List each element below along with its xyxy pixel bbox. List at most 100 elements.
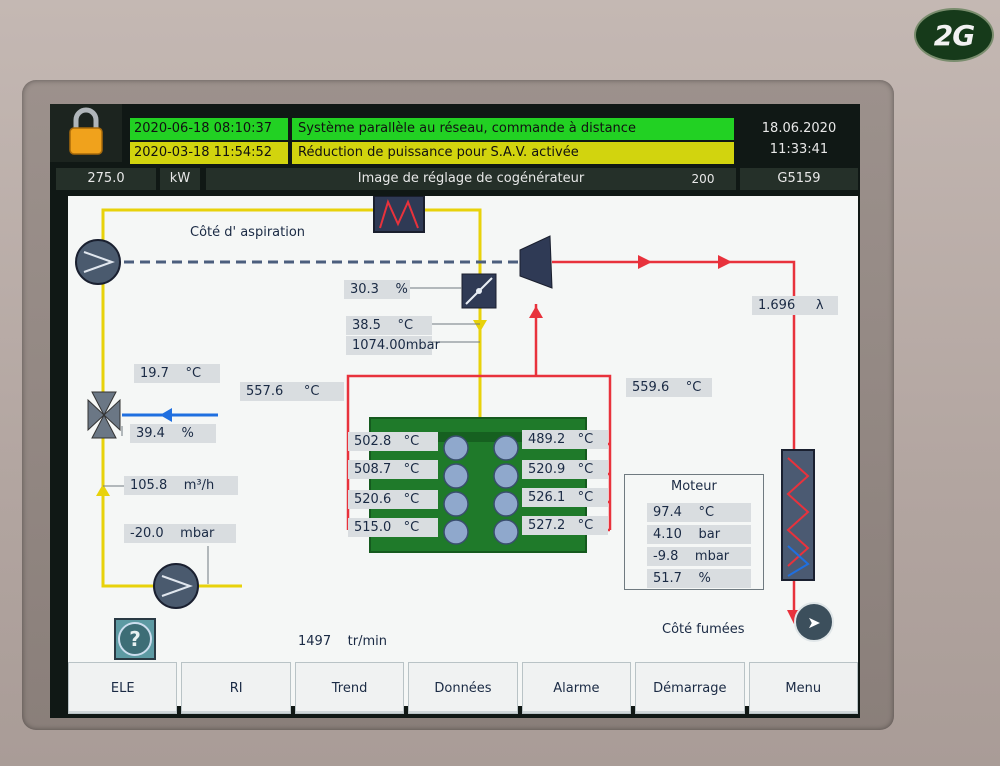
engine-oil-pressure: 4.10 bar bbox=[647, 525, 751, 544]
cylinder-temp-unit: °C bbox=[403, 462, 420, 477]
help-icon: ? bbox=[118, 622, 152, 656]
nav-button-ri[interactable]: RI bbox=[181, 662, 291, 714]
clock-date: 18.06.2020 bbox=[761, 121, 837, 136]
gas-flow-value: 105.8 bbox=[130, 478, 168, 493]
cylinder-temp-left: 520.6 °C bbox=[348, 490, 438, 509]
exhaust-temp-left-value: 557.6 bbox=[246, 384, 284, 399]
exhaust-temp-right: 559.6 °C bbox=[626, 378, 712, 397]
status-date: 2020-03-18 11:54:52 bbox=[130, 142, 288, 164]
mixture-temperature: 38.5 °C bbox=[346, 316, 432, 335]
cylinder-temp-value: 527.2 bbox=[528, 518, 566, 533]
status-message: Système parallèle au réseau, commande à … bbox=[292, 118, 734, 140]
cylinder-temp-value: 515.0 bbox=[354, 520, 392, 535]
cylinder-temp-unit: °C bbox=[577, 518, 594, 533]
nav-button-ele[interactable]: ELE bbox=[68, 662, 178, 714]
compressor-icon bbox=[75, 239, 121, 285]
engine-coolant-temp: 97.4 °C bbox=[647, 503, 751, 522]
valve-position: 39.4 % bbox=[130, 424, 216, 443]
cylinder-temp-value: 526.1 bbox=[528, 490, 566, 505]
unit-id: G5159 bbox=[740, 168, 858, 190]
screen-title: Image de réglage de cogénérateur bbox=[206, 168, 736, 190]
cylinder-temp-unit: °C bbox=[577, 432, 594, 447]
arrow-right-icon: ➤ bbox=[807, 612, 821, 632]
engine-value: 51.7 bbox=[653, 571, 682, 586]
hmi-screen: 2020-06-18 08:10:37 Système parallèle au… bbox=[50, 104, 860, 718]
gas-temp-value: 19.7 bbox=[140, 366, 169, 381]
clock-time: 11:33:41 bbox=[769, 142, 829, 157]
nav-button-donnees[interactable]: Données bbox=[408, 662, 518, 714]
cylinder-temp-unit: °C bbox=[577, 462, 594, 477]
cylinder-temp-right: 527.2 °C bbox=[522, 516, 608, 535]
brand-logo: 2G bbox=[914, 8, 994, 62]
throttle-position: 30.3 % bbox=[344, 280, 410, 299]
help-button[interactable]: ? bbox=[114, 618, 156, 660]
exhaust-side-label: Côté fumées bbox=[662, 622, 745, 637]
padlock-icon[interactable] bbox=[50, 104, 122, 162]
engine-title: Moteur bbox=[671, 479, 717, 494]
clock: 18.06.2020 11:33:41 bbox=[740, 118, 858, 162]
engine-speed-value: 1497 bbox=[298, 634, 332, 649]
exhaust-temp-left-unit: °C bbox=[303, 384, 320, 399]
gas-flow: 105.8 m³/h bbox=[124, 476, 238, 495]
nav-bar: ELE RI Trend Données Alarme Démarrage Me… bbox=[68, 662, 858, 714]
cylinder-temp-right: 489.2 °C bbox=[522, 430, 608, 449]
cylinder-temp-unit: °C bbox=[403, 520, 420, 535]
gas-pressure-value: -20.0 bbox=[130, 526, 164, 541]
cylinder-temp-value: 520.9 bbox=[528, 462, 566, 477]
cylinder-temp-unit: °C bbox=[403, 492, 420, 507]
lambda-value: 1.696 λ bbox=[752, 296, 838, 315]
throttle-value: 30.3 bbox=[350, 282, 379, 297]
cylinder-temp-left: 508.7 °C bbox=[348, 460, 438, 479]
cylinder-temp-left: 515.0 °C bbox=[348, 518, 438, 537]
engine-value: 4.10 bbox=[653, 527, 682, 542]
lambda-number: 1.696 bbox=[758, 298, 796, 313]
throttle-unit: % bbox=[395, 282, 408, 297]
status-row-2: 2020-03-18 11:54:52 Réduction de puissan… bbox=[50, 142, 740, 164]
engine-unit: mbar bbox=[694, 549, 730, 564]
cylinder-temp-right: 520.9 °C bbox=[522, 460, 608, 479]
engine-value: 97.4 bbox=[653, 505, 682, 520]
engine-crankcase-pressure: -9.8 mbar bbox=[647, 547, 751, 566]
engine-unit: % bbox=[698, 571, 711, 586]
cylinder-temp-unit: °C bbox=[403, 434, 420, 449]
gas-temp-unit: °C bbox=[185, 366, 202, 381]
exhaust-temp-left: 557.6 °C bbox=[240, 382, 344, 401]
status-date: 2020-06-18 08:10:37 bbox=[130, 118, 288, 140]
engine-unit: bar bbox=[698, 527, 721, 542]
cylinder-temp-value: 520.6 bbox=[354, 492, 392, 507]
nav-button-demarrage[interactable]: Démarrage bbox=[635, 662, 745, 714]
cylinder-temp-value: 489.2 bbox=[528, 432, 566, 447]
screen-number: 200 bbox=[691, 172, 715, 186]
status-message: Réduction de puissance pour S.A.V. activ… bbox=[292, 142, 734, 164]
screen-title-text: Image de réglage de cogénérateur bbox=[357, 171, 585, 186]
exhaust-temp-right-value: 559.6 bbox=[632, 380, 670, 395]
cylinder-temp-value: 508.7 bbox=[354, 462, 392, 477]
intercooler-icon bbox=[373, 196, 425, 233]
turbocharger-icon bbox=[519, 235, 553, 289]
gas-pressure-unit: mbar bbox=[180, 526, 215, 541]
gas-pressure: -20.0 mbar bbox=[124, 524, 236, 543]
process-diagram: Côté d' aspiration 30.3 % 38.5 °C 1074.0… bbox=[68, 196, 858, 656]
gas-pump-icon bbox=[153, 563, 199, 609]
sub-header: 275.0 kW Image de réglage de cogénérateu… bbox=[50, 166, 860, 192]
gas-flow-arrow bbox=[96, 484, 110, 496]
cylinder-temp-left: 502.8 °C bbox=[348, 432, 438, 451]
mixture-pressure: 1074.00mbar bbox=[346, 336, 440, 355]
power-unit: kW bbox=[160, 168, 200, 190]
lock-area[interactable] bbox=[50, 104, 122, 162]
engine-load: 51.7 % bbox=[647, 569, 751, 588]
engine-speed-unit: tr/min bbox=[347, 634, 387, 649]
nav-button-menu[interactable]: Menu bbox=[748, 662, 858, 714]
exhaust-heat-exchanger-icon bbox=[781, 449, 815, 581]
engine-panel: Moteur 97.4 °C 4.10 bar -9.8 mbar 51.7 % bbox=[624, 474, 764, 590]
status-row-1: 2020-06-18 08:10:37 Système parallèle au… bbox=[50, 118, 740, 140]
next-page-button[interactable]: ➤ bbox=[794, 602, 834, 642]
gas-temperature: 19.7 °C bbox=[134, 364, 220, 383]
engine-value: -9.8 bbox=[653, 549, 679, 564]
suction-side-label: Côté d' aspiration bbox=[190, 225, 306, 240]
nav-button-trend[interactable]: Trend bbox=[294, 662, 405, 714]
engine-speed: 1497 tr/min bbox=[298, 634, 387, 649]
engine-unit: °C bbox=[698, 505, 715, 520]
nav-button-alarme[interactable]: Alarme bbox=[521, 662, 632, 714]
exhaust-temp-right-unit: °C bbox=[685, 380, 702, 395]
